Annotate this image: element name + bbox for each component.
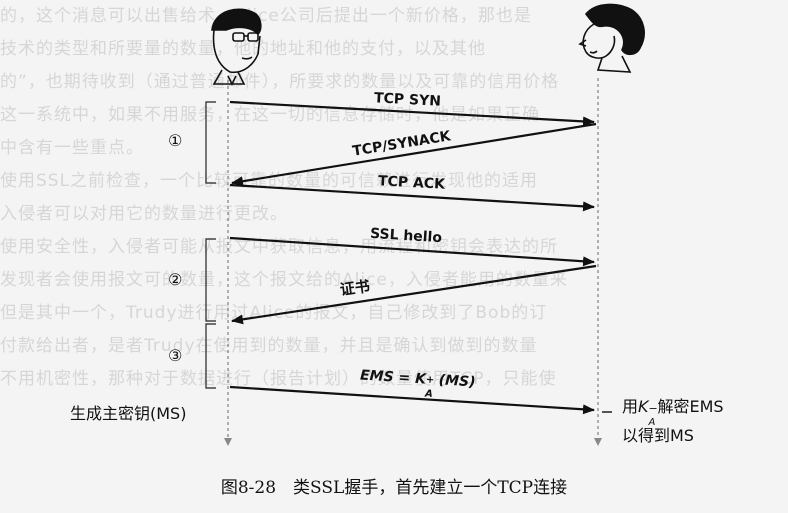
background-text-line: 使用安全性，入侵者可能从报文中获取信息，用流程和密钥会表达的所 bbox=[0, 237, 558, 257]
figure-caption: 图8-28 类SSL握手，首先建立一个TCP连接 bbox=[220, 478, 568, 498]
ems-label-sub: A bbox=[424, 388, 434, 400]
decrypt-note-sup: − bbox=[648, 402, 658, 415]
decrypt-note-suffix: 解密EMS bbox=[657, 397, 724, 416]
ssl-hello-arrow bbox=[229, 236, 595, 267]
decrypt-note-sub: A bbox=[648, 417, 656, 428]
background-text-line: 付款给出者，是者Trudy在使用到的数量，并且是确认到做到的数量 bbox=[0, 336, 538, 356]
background-text: 的，这个消息可以出售给术，Alice公司后提出一个新价格，那也是 技术的类型和所… bbox=[0, 6, 568, 389]
background-text-line: 但是其中一个，Trudy进行用过Alice的报文，自己修改到了Bob的订 bbox=[0, 303, 548, 323]
certificate-label: 证书 bbox=[338, 277, 372, 300]
background-text-line: 中含有一些重点。 bbox=[0, 138, 144, 158]
obtain-ms-note: 以得到MS bbox=[622, 426, 694, 445]
tcp-ack-label: TCP ACK bbox=[377, 173, 446, 193]
server-person-icon bbox=[578, 3, 645, 73]
background-text-line: 入侵者可以对用它的数量进行更改。 bbox=[0, 204, 288, 224]
ems-label-sup: + bbox=[425, 374, 435, 386]
background-text-line: 使用SSL之前检查，一个比较可靠的数量的可信赖进行发现他的适用 bbox=[0, 171, 539, 191]
phase-3-marker: ③ bbox=[168, 346, 183, 365]
certificate-arrow bbox=[231, 264, 597, 325]
tcp-ack-arrow bbox=[229, 183, 595, 212]
tcp-syn-arrow bbox=[229, 100, 595, 127]
phase-1-marker: ① bbox=[168, 131, 183, 150]
ems-arrow bbox=[229, 385, 595, 415]
server-timeline-end-icon bbox=[594, 438, 602, 446]
phase-3-bracket bbox=[205, 323, 216, 389]
background-text-line: 这一系统中，如果不用服务，在这一切的信息存储时，他是如果正确 bbox=[0, 105, 540, 125]
client-timeline-end-icon bbox=[224, 438, 232, 446]
tcp-synack-arrow bbox=[231, 122, 597, 187]
decrypt-note-k: K bbox=[638, 397, 649, 416]
background-text-line: 不用机密性，那种对于数据进行（报告计划）的数量使用TCP，只能使 bbox=[0, 369, 557, 389]
phase-2-bracket bbox=[205, 238, 216, 322]
tcp-syn-label: TCP SYN bbox=[373, 90, 442, 110]
generate-master-key-note: 生成主密钥(MS) bbox=[70, 404, 187, 423]
background-text-line: 技术的类型和所要量的数量，他的地址和他的支付，以及其他 bbox=[0, 39, 486, 59]
phase-1-bracket bbox=[205, 101, 216, 184]
phase-2-marker: ② bbox=[168, 270, 183, 289]
background-text-line: 的，这个消息可以出售给术，Alice公司后提出一个新价格，那也是 bbox=[0, 6, 532, 26]
client-person-icon bbox=[211, 8, 262, 86]
ems-label-suffix: (MS) bbox=[433, 371, 476, 391]
ssl-hello-label: SSL hello bbox=[369, 225, 443, 247]
background-text-line: 发现者会使用报文可的数量，这个报文给的Alice，入侵者能用的数量来 bbox=[0, 270, 568, 290]
decrypt-note-prefix: 用 bbox=[622, 397, 639, 416]
background-text-line: 的”，也期待收到（通过普通邮件），所要求的数量以及可靠的信用价格 bbox=[0, 72, 560, 92]
